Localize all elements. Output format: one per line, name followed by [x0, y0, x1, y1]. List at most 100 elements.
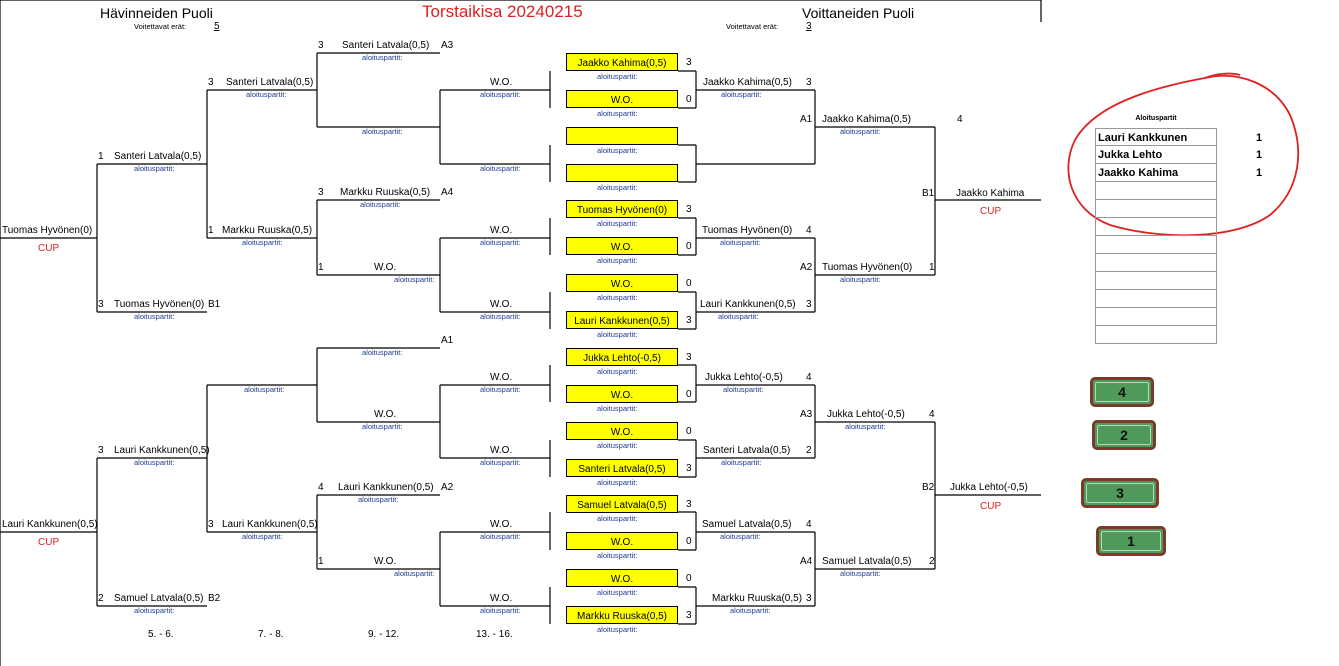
losers-side-header: Hävinneiden Puoli — [100, 5, 213, 21]
aloituspartit-note: aloituspartit: — [723, 385, 764, 394]
match-slot-box[interactable]: W.O. — [566, 385, 678, 403]
aloituspartit-note: aloituspartit: — [134, 458, 175, 467]
match-score: 1 — [98, 151, 104, 162]
placement-range-label: 9. - 12. — [368, 629, 400, 640]
pool-table-tile[interactable]: 1 — [1096, 526, 1166, 556]
slot-player-name: W.O. — [610, 537, 634, 548]
player-name[interactable]: Tuomas Hyvönen(0) — [702, 225, 793, 236]
aloituspartit-note: aloituspartit: — [480, 164, 521, 173]
row-player-name: Lauri Kankkunen — [1098, 132, 1188, 144]
bracket-slot-tag: A3 — [800, 409, 813, 420]
player-name[interactable]: W.O. — [490, 445, 513, 456]
match-slot-box[interactable]: Tuomas Hyvönen(0) — [566, 200, 678, 218]
player-name[interactable]: Markku Ruuska(0,5) — [340, 187, 431, 198]
aloituspartit-row — [1095, 218, 1217, 236]
aloituspartit-note: aloituspartit: — [597, 219, 638, 228]
player-name[interactable]: Jaakko Kahima(0,5) — [822, 114, 911, 125]
match-slot-box[interactable]: W.O. — [566, 90, 678, 108]
slot-player-name: Santeri Latvala(0,5) — [578, 464, 666, 475]
player-name[interactable]: W.O. — [374, 409, 397, 420]
player-name[interactable]: W.O. — [490, 372, 513, 383]
match-slot-box[interactable]: Jaakko Kahima(0,5) — [566, 53, 678, 71]
match-score: 2 — [98, 593, 104, 604]
player-name[interactable]: Santeri Latvala(0,5) — [703, 445, 791, 456]
player-name[interactable]: Lauri Kankkunen(0,5) — [2, 519, 98, 530]
cup-label: CUP — [980, 206, 1002, 217]
match-slot-box[interactable]: Santeri Latvala(0,5) — [566, 459, 678, 477]
slot-player-name: W.O. — [610, 242, 634, 253]
player-name[interactable]: Jukka Lehto(-0,5) — [827, 409, 905, 420]
aloituspartit-note: aloituspartit: — [597, 256, 638, 265]
player-name[interactable]: Lauri Kankkunen(0,5) — [338, 482, 434, 493]
slot-player-name: Tuomas Hyvönen(0) — [576, 205, 668, 216]
player-name[interactable]: W.O. — [374, 556, 397, 567]
slot-score: 0 — [686, 573, 692, 584]
aloituspartit-row — [1095, 200, 1217, 218]
aloituspartit-note: aloituspartit: — [246, 90, 287, 99]
match-slot-box[interactable]: W.O. — [566, 532, 678, 550]
player-name[interactable]: Jukka Lehto(-0,5) — [950, 482, 1028, 493]
bracket-slot-tag: A1 — [441, 335, 454, 346]
match-slot-box[interactable]: W.O. — [566, 569, 678, 587]
bracket-slot-tag: B1 — [922, 188, 935, 199]
player-name[interactable]: W.O. — [490, 225, 513, 236]
bracket-slot-tag: A2 — [800, 262, 813, 273]
aloituspartit-note: aloituspartit: — [597, 146, 638, 155]
right-wins-label: Voitettavat erät: — [726, 22, 779, 31]
row-count: 1 — [1256, 132, 1263, 144]
player-name[interactable]: Tuomas Hyvönen(0) — [822, 262, 913, 273]
match-slot-box[interactable]: Samuel Latvala(0,5) — [566, 495, 678, 513]
slot-score: 3 — [686, 610, 692, 621]
aloituspartit-note: aloituspartit: — [394, 275, 435, 284]
player-name[interactable]: Tuomas Hyvönen(0) — [2, 225, 93, 236]
match-slot-box[interactable] — [566, 127, 678, 145]
player-name[interactable]: Lauri Kankkunen(0,5) — [700, 299, 796, 310]
match-score: 3 — [208, 77, 214, 88]
match-slot-box[interactable]: Jukka Lehto(-0,5) — [566, 348, 678, 366]
player-name[interactable]: Jaakko Kahima(0,5) — [703, 77, 792, 88]
player-name[interactable]: Jukka Lehto(-0,5) — [705, 372, 783, 383]
slot-player-name: Jukka Lehto(-0,5) — [583, 353, 661, 364]
slot-score: 0 — [686, 94, 692, 105]
aloituspartit-note: aloituspartit: — [480, 238, 521, 247]
aloituspartit-note: aloituspartit: — [358, 495, 399, 504]
player-name[interactable]: Tuomas Hyvönen(0) — [114, 299, 205, 310]
pool-table-tile[interactable]: 2 — [1092, 420, 1156, 450]
player-name[interactable]: Markku Ruuska(0,5) — [222, 225, 313, 236]
match-slot-box[interactable]: W.O. — [566, 274, 678, 292]
player-name[interactable]: W.O. — [490, 593, 513, 604]
player-name[interactable]: Samuel Latvala(0,5) — [114, 593, 204, 604]
pool-table-tile[interactable]: 3 — [1081, 478, 1159, 508]
match-slot-box[interactable]: Markku Ruuska(0,5) — [566, 606, 678, 624]
player-name[interactable]: W.O. — [490, 519, 513, 530]
player-name[interactable]: Samuel Latvala(0,5) — [822, 556, 912, 567]
player-name[interactable]: Samuel Latvala(0,5) — [702, 519, 792, 530]
match-score: 1 — [318, 556, 324, 567]
match-slot-box[interactable]: Lauri Kankkunen(0,5) — [566, 311, 678, 329]
player-name[interactable]: Santeri Latvala(0,5) — [342, 40, 430, 51]
player-name[interactable]: Lauri Kankkunen(0,5) — [114, 445, 210, 456]
player-name[interactable]: Santeri Latvala(0,5) — [114, 151, 202, 162]
match-score: 3 — [806, 299, 812, 310]
bracket-slot-tag: A4 — [441, 187, 454, 198]
placement-range-label: 13. - 16. — [476, 629, 513, 640]
row-player-name: Jaakko Kahima — [1098, 167, 1179, 179]
player-name[interactable]: W.O. — [490, 77, 513, 88]
slot-score: 0 — [686, 536, 692, 547]
slot-score: 0 — [686, 426, 692, 437]
player-name[interactable]: W.O. — [374, 262, 397, 273]
player-name[interactable]: Lauri Kankkunen(0,5) — [222, 519, 318, 530]
row-player-name: Jukka Lehto — [1098, 149, 1163, 161]
player-name[interactable]: Santeri Latvala(0,5) — [226, 77, 314, 88]
match-slot-box[interactable]: W.O. — [566, 422, 678, 440]
aloituspartit-row — [1095, 308, 1217, 326]
player-name[interactable]: Jaakko Kahima — [956, 188, 1025, 199]
match-score: 1 — [208, 225, 214, 236]
match-slot-box[interactable] — [566, 164, 678, 182]
pool-table-tile[interactable]: 4 — [1090, 377, 1154, 407]
aloituspartit-note: aloituspartit: — [134, 164, 175, 173]
player-name[interactable]: Markku Ruuska(0,5) — [712, 593, 803, 604]
player-name[interactable]: W.O. — [490, 299, 513, 310]
match-slot-box[interactable]: W.O. — [566, 237, 678, 255]
aloituspartit-note: aloituspartit: — [362, 348, 403, 357]
